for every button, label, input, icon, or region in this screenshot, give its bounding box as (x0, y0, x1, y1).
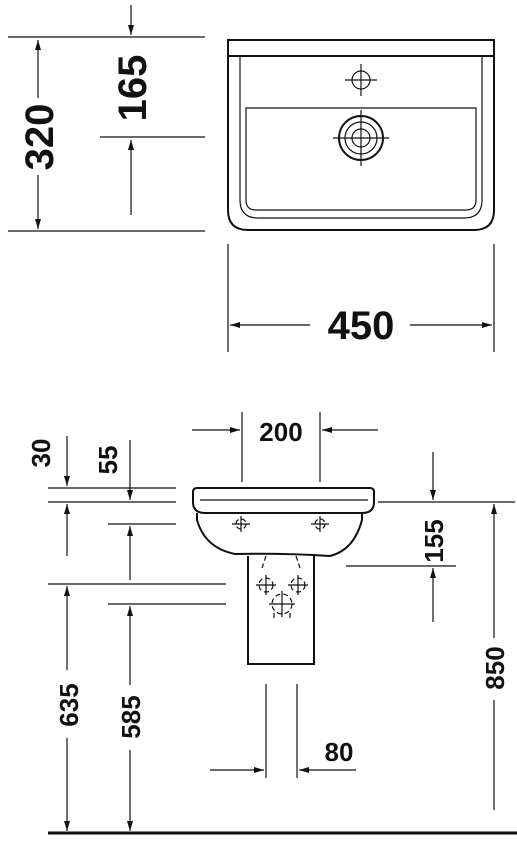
dimension-spacing: 200 (192, 412, 378, 482)
dimension-waste-height: 155 (346, 452, 515, 622)
dim-label-850: 850 (480, 646, 510, 689)
basin-elevation-outline (192, 487, 375, 558)
dimension-width: 450 (227, 244, 495, 352)
drain-icon (333, 110, 389, 166)
top-view: 320 165 450 (8, 5, 495, 352)
tap-hole-icon (345, 64, 377, 96)
dim-label-200: 200 (259, 417, 302, 447)
dimension-waste-outlet: 585 (116, 606, 146, 831)
dimension-rim-height: 635 (54, 586, 84, 831)
dim-label-320: 320 (18, 104, 62, 171)
dimension-tap-offset: 165 (111, 5, 155, 215)
dimension-overall-height: 850 (480, 504, 510, 810)
dim-label-80: 80 (325, 737, 354, 767)
dim-label-450: 450 (328, 304, 395, 348)
dim-label-635: 635 (54, 683, 84, 726)
pedestal-outline (247, 554, 315, 665)
dim-label-55: 55 (93, 446, 123, 475)
fixing-hole-right-icon (311, 516, 329, 532)
dimension-depth: 320 (18, 40, 62, 229)
dim-label-165: 165 (111, 55, 155, 122)
dim-label-585: 585 (116, 695, 146, 738)
dim-label-30: 30 (26, 439, 56, 468)
side-view: 200 30 55 155 (26, 412, 517, 835)
dim-label-155: 155 (419, 519, 449, 562)
dimension-rim-offset: 55 (93, 440, 133, 580)
waste-trap-icon (256, 575, 308, 620)
basin-plan-outline (227, 39, 495, 231)
dimension-pedestal-width: 80 (210, 684, 356, 778)
dimension-rim-thickness: 30 (26, 436, 70, 556)
fixing-hole-left-icon (232, 516, 250, 532)
